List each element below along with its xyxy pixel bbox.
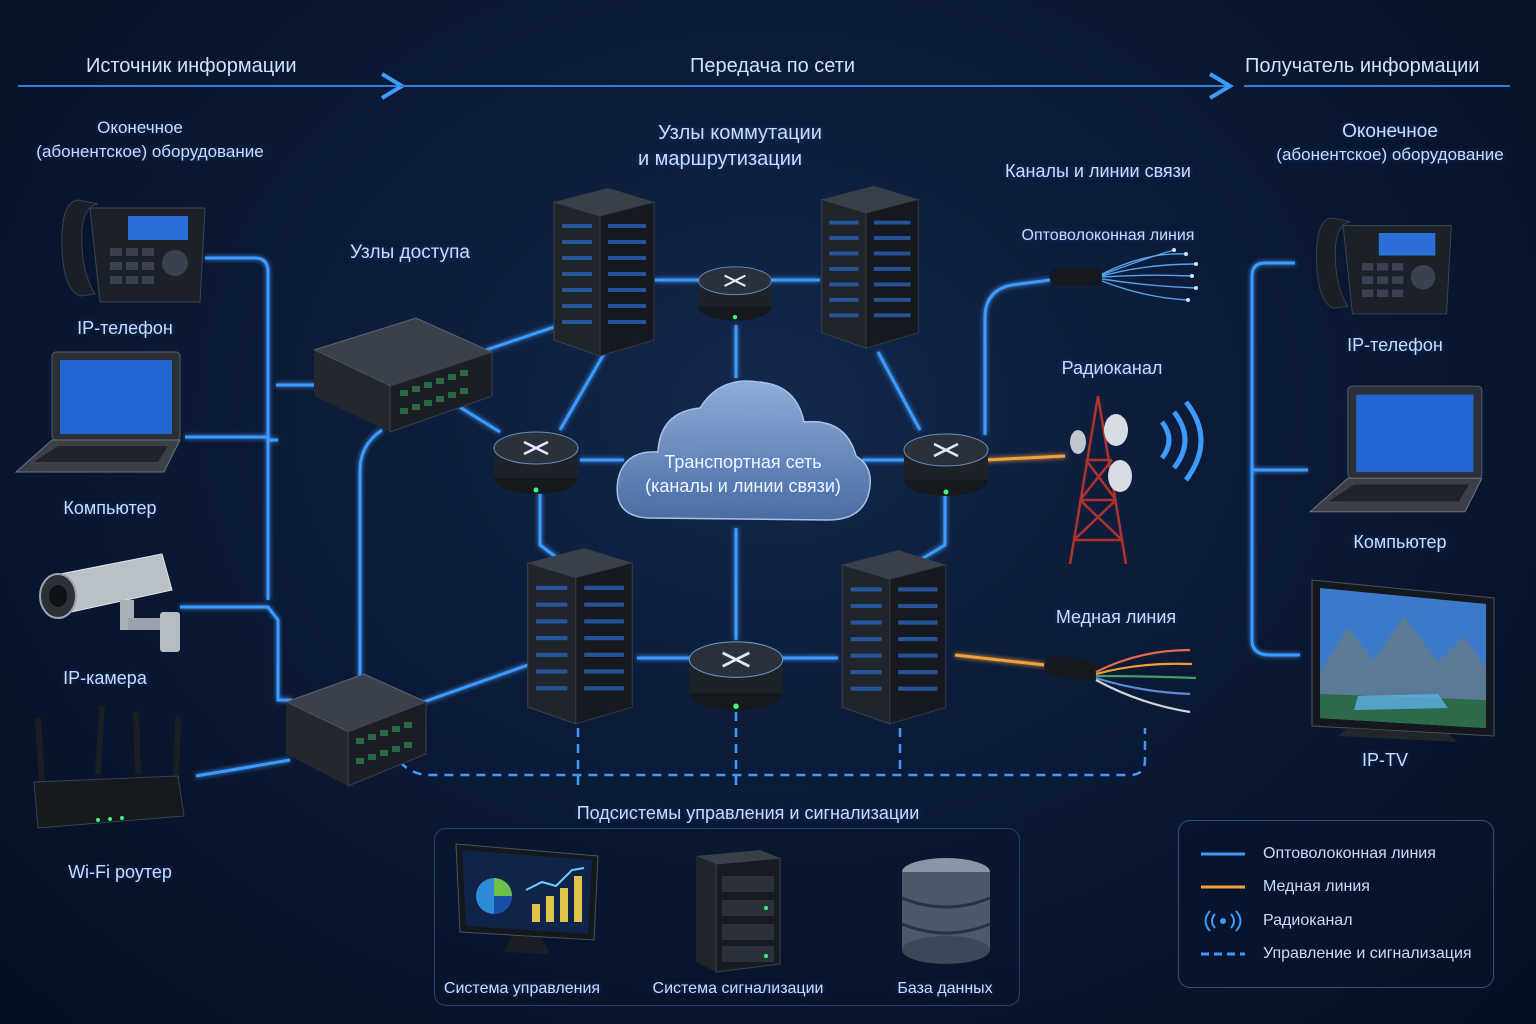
router-icon — [493, 431, 579, 494]
router-icon — [698, 266, 772, 321]
subsystem-label-database: База данных — [897, 980, 993, 997]
legend-label: Медная линия — [1263, 878, 1370, 895]
left-device-label-wifi-router: Wi-Fi роутер — [68, 862, 172, 882]
fiber-link — [876, 351, 922, 431]
server-rack-icon — [821, 185, 919, 349]
legend-label: Управление и сигнализация — [1263, 945, 1472, 962]
header-transmission: Передача по сети — [690, 55, 856, 77]
access-switch-icon — [284, 673, 428, 787]
switching-title-1: Узлы коммутации — [658, 122, 822, 144]
legend-item-radio: Радиоканал — [1201, 909, 1353, 933]
fiber-link — [457, 404, 501, 434]
channels-title: Каналы и линии связи — [1005, 161, 1191, 181]
signaling-server-icon — [696, 850, 781, 973]
ip-phone-icon — [61, 199, 206, 303]
cloud-title-1: Транспортная сеть — [664, 452, 822, 472]
fiber-link — [180, 605, 292, 702]
legend-control-swatch — [1201, 952, 1245, 956]
server-rack-icon — [527, 548, 633, 725]
right-title-2: (абонентское) оборудование — [1276, 145, 1504, 164]
legend: Оптоволоконная линия Медная линия Радиок… — [1178, 820, 1494, 988]
laptop-icon — [1308, 385, 1483, 513]
legend-label: Оптоволоконная линия — [1263, 845, 1436, 862]
legend-fiber-swatch — [1201, 852, 1245, 856]
server-rack-icon — [553, 188, 655, 357]
laptop-icon — [14, 351, 181, 473]
fiber-link — [1250, 261, 1300, 657]
fiber-cable-icon — [1050, 248, 1198, 302]
copper-link — [984, 454, 1066, 462]
legend-item-copper: Медная линия — [1201, 878, 1370, 896]
copper-link — [954, 653, 1046, 667]
header-source: Источник информации — [86, 55, 297, 77]
left-device-label-ip-camera: IP-камера — [63, 668, 147, 688]
header-receiver: Получатель информации — [1245, 55, 1480, 77]
radio-channel-label: Радиоканал — [1061, 358, 1163, 378]
fiber-link — [919, 490, 947, 562]
legend-item-control: Управление и сигнализация — [1201, 945, 1472, 963]
subsystem-label-management: Система управления — [443, 980, 601, 997]
right-device-label-computer: Компьютер — [1353, 532, 1447, 552]
fiber-line-label: Оптоволоконная линия — [1021, 227, 1195, 244]
left-device-label-ip-phone: IP-телефон — [77, 318, 173, 338]
copper-cable-icon — [1044, 648, 1197, 714]
fiber-link — [485, 323, 561, 352]
legend-item-fiber: Оптоволоконная линия — [1201, 845, 1436, 863]
database-icon — [901, 858, 991, 964]
legend-label: Радиоканал — [1263, 912, 1353, 929]
wifi-router-icon — [33, 705, 185, 829]
cloud-icon — [616, 380, 871, 521]
fiber-link — [195, 758, 291, 778]
monitor-dashboard-icon — [455, 843, 599, 954]
radio-tower-icon — [1068, 395, 1204, 565]
left-title-2: (абонентское) оборудование — [36, 142, 264, 161]
ip-phone-icon — [1316, 217, 1452, 315]
access-nodes-title: Узлы доступа — [350, 242, 470, 263]
left-title-1: Оконечное — [97, 118, 183, 137]
legend-copper-swatch — [1201, 885, 1245, 889]
fiber-link — [558, 351, 607, 431]
fiber-link — [983, 278, 1051, 435]
router-icon — [903, 433, 989, 496]
subsystems-title: Подсистемы управления и сигнализации — [576, 803, 920, 823]
router-icon — [688, 641, 784, 711]
access-switch-icon — [312, 317, 494, 433]
tv-icon — [1311, 579, 1495, 742]
subsystem-label-signaling: Система сигнализации — [652, 980, 824, 997]
radio-wave-icon — [1204, 910, 1242, 932]
right-device-label-ip-tv: IP-TV — [1361, 750, 1408, 770]
right-title-1: Оконечное — [1342, 121, 1438, 142]
fiber-link — [358, 428, 383, 690]
right-device-label-ip-phone: IP-телефон — [1347, 335, 1443, 355]
fiber-link — [205, 256, 278, 442]
fiber-link — [538, 490, 561, 562]
left-device-label-computer: Компьютер — [63, 498, 157, 518]
cloud-title-2: (каналы и линии связи) — [645, 476, 841, 496]
copper-line-label: Медная линия — [1055, 607, 1177, 627]
fiber-link — [414, 663, 529, 707]
control-link — [399, 728, 1147, 777]
server-rack-icon — [841, 550, 947, 725]
switching-title-2: и маршрутизации — [637, 148, 803, 170]
ip-camera-icon — [39, 553, 180, 652]
